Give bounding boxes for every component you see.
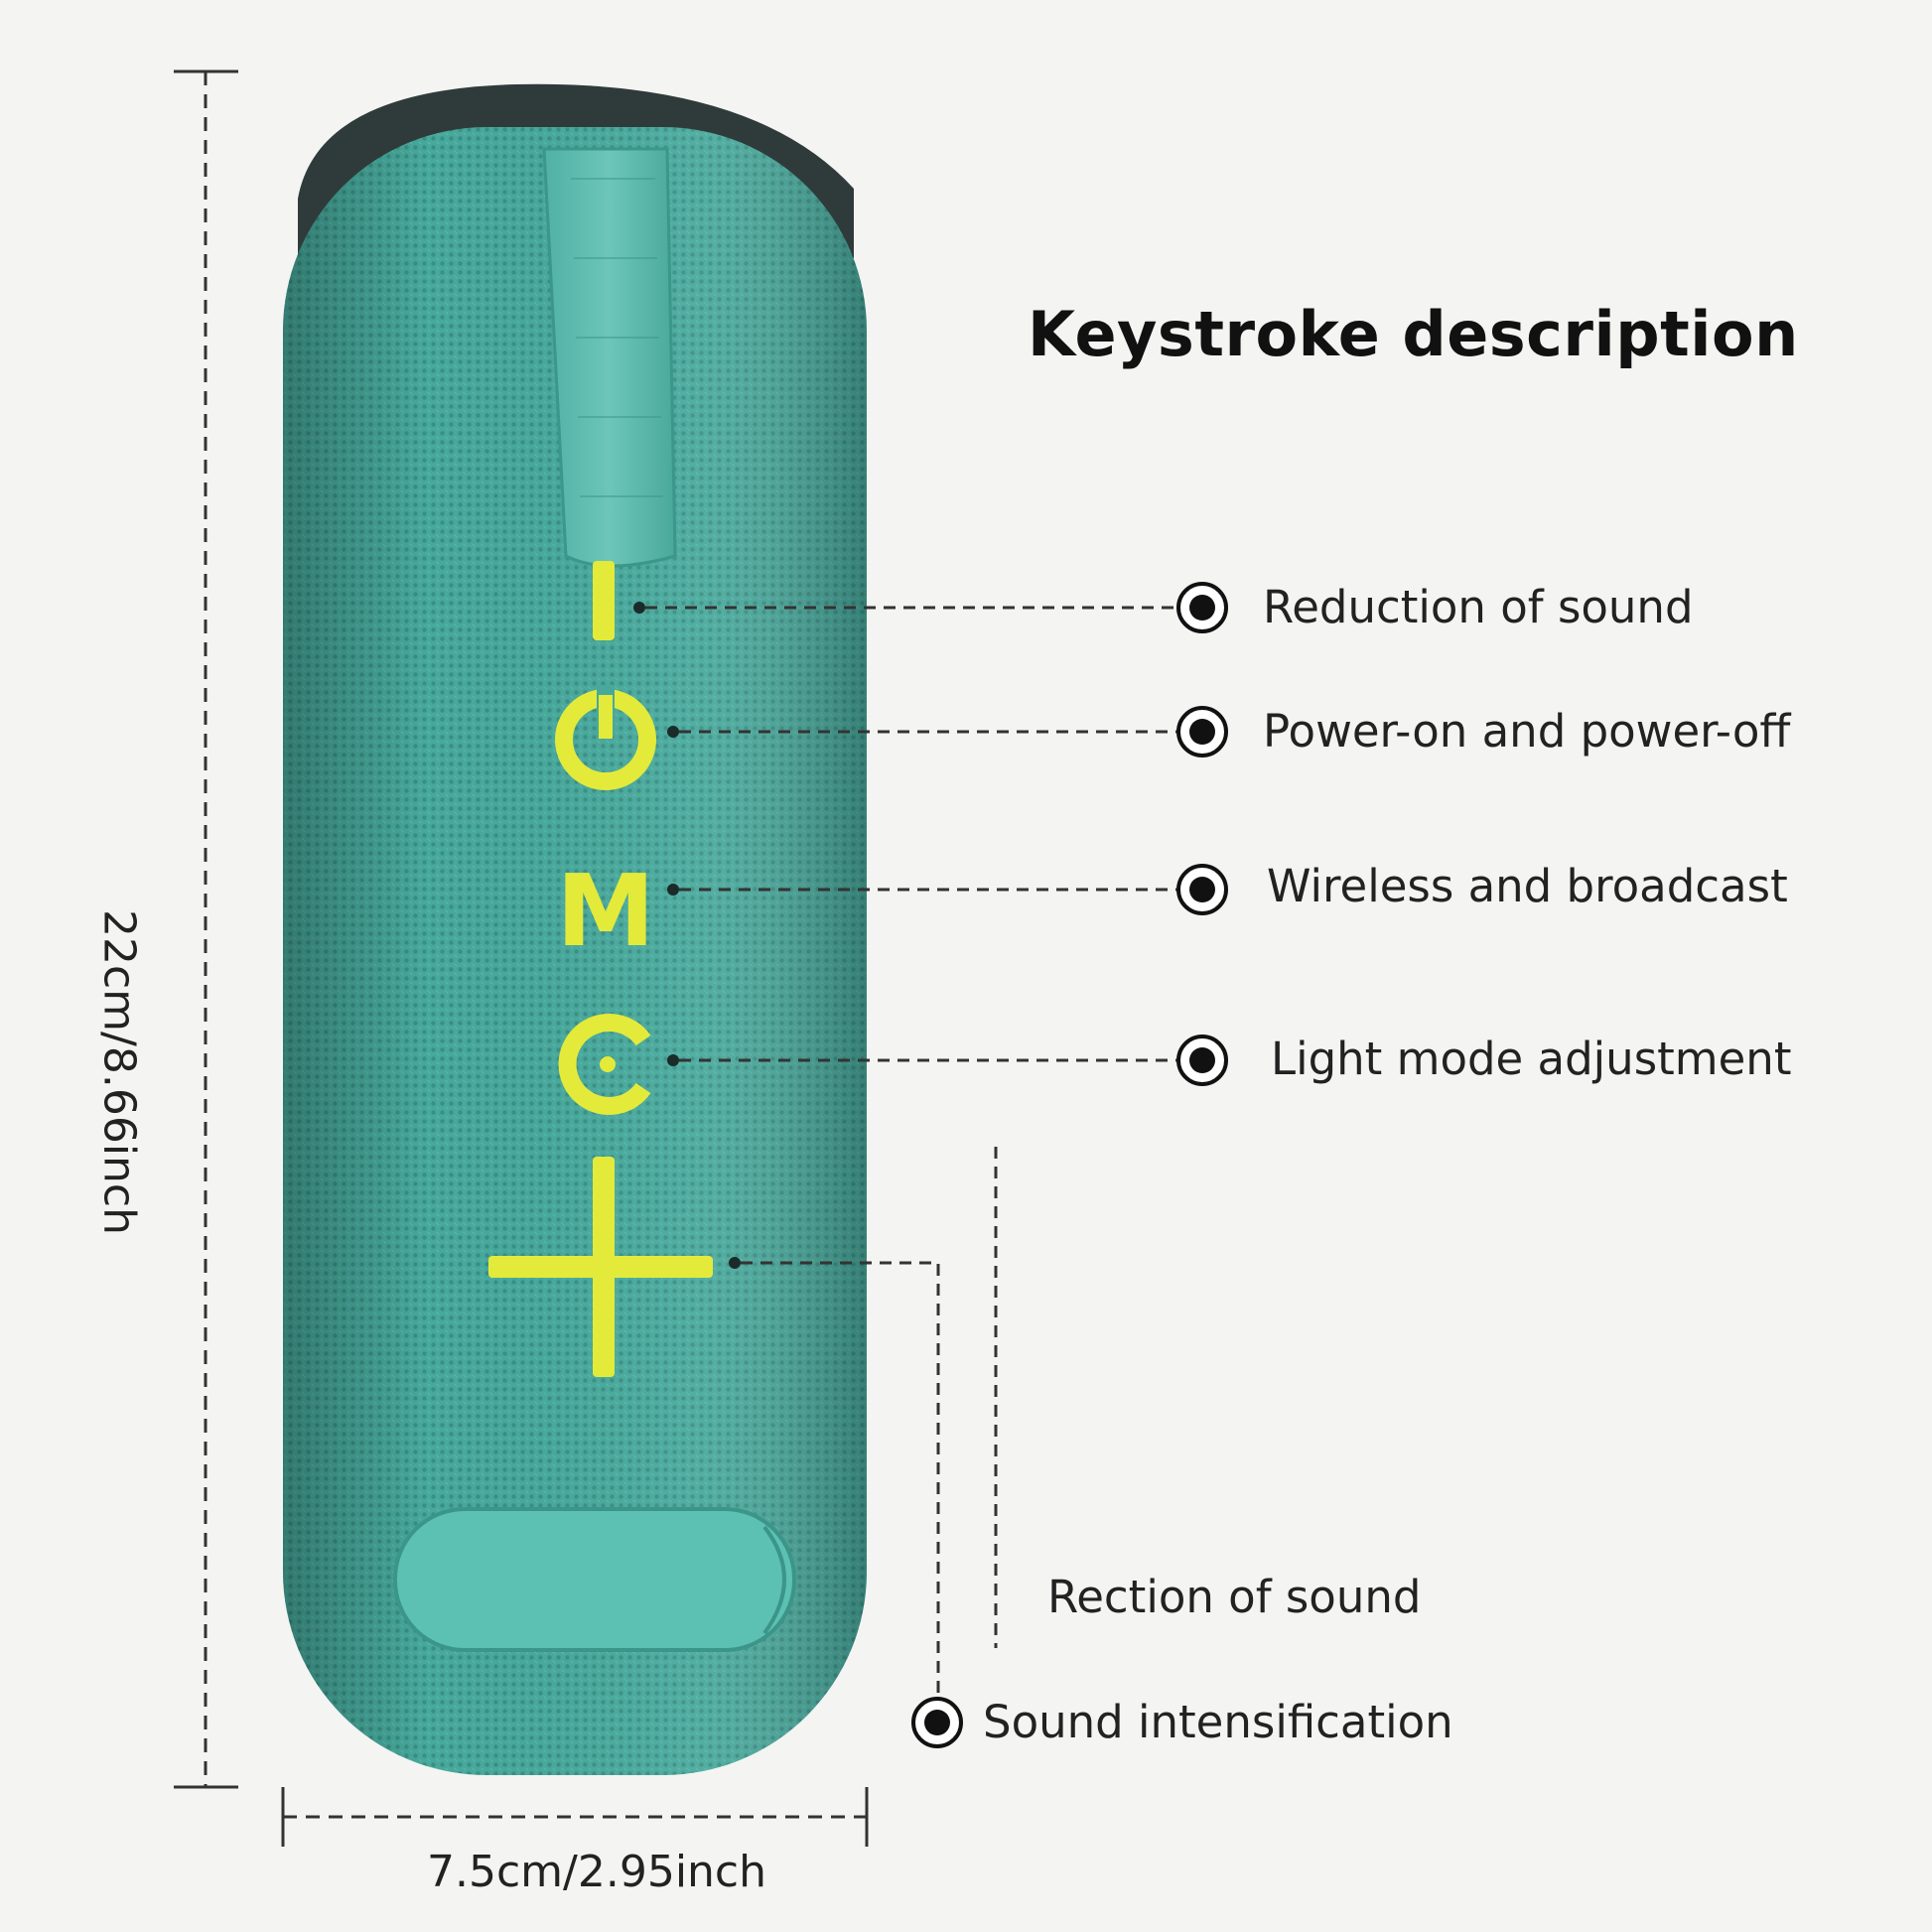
callout-bullet bbox=[1176, 1035, 1228, 1086]
callout-sound-intensification: Sound intensification bbox=[983, 1696, 1453, 1748]
height-dimension-label: 22cm/8.66inch bbox=[93, 908, 145, 1236]
carry-strap bbox=[542, 147, 677, 568]
callout-power: Power-on and power-off bbox=[1263, 705, 1791, 758]
plus-icon bbox=[488, 1157, 713, 1377]
mode-m-icon: M bbox=[556, 853, 655, 969]
callout-light-mode: Light mode adjustment bbox=[1271, 1033, 1792, 1085]
callout-reduction-of-sound: Reduction of sound bbox=[1263, 581, 1694, 633]
width-dimension-label: 7.5cm/2.95inch bbox=[427, 1847, 767, 1897]
minus-icon bbox=[593, 561, 615, 640]
page-title: Keystroke description bbox=[1028, 298, 1799, 370]
power-icon bbox=[555, 685, 656, 790]
bottom-plate bbox=[393, 1507, 796, 1652]
callout-bullet bbox=[1176, 706, 1228, 758]
callout-bullet bbox=[1176, 582, 1228, 633]
callout-bullet bbox=[1176, 864, 1228, 915]
callout-bullet bbox=[911, 1697, 963, 1748]
light-mode-icon bbox=[558, 1014, 651, 1115]
callout-rection-of-sound: Rection of sound bbox=[1047, 1571, 1422, 1623]
callout-wireless-broadcast: Wireless and broadcast bbox=[1267, 860, 1788, 912]
